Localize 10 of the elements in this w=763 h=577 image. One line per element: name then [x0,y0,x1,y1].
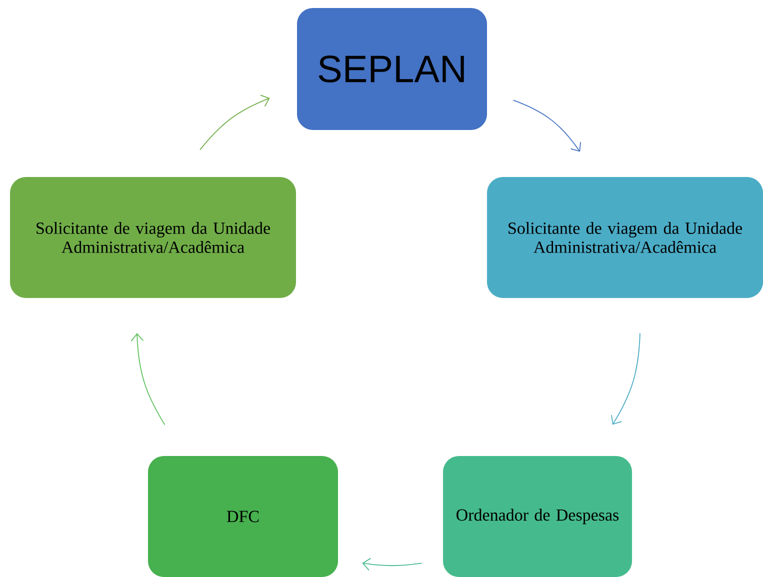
arrow [512,100,582,152]
process-box: Solicitante de viagem da Unidade Administrativa/Acadêmica [487,176,763,298]
arrow [611,332,640,425]
process-box: Solicitante de viagem da Unidade Administrativa/Acadêmica [10,176,296,298]
arrow [362,558,422,571]
process-box: Ordenador de Despesas [443,456,632,577]
arrow [130,333,166,426]
process-box: SEPLAN [297,8,487,130]
arrow [200,94,270,150]
process-box: DFC [148,456,338,577]
